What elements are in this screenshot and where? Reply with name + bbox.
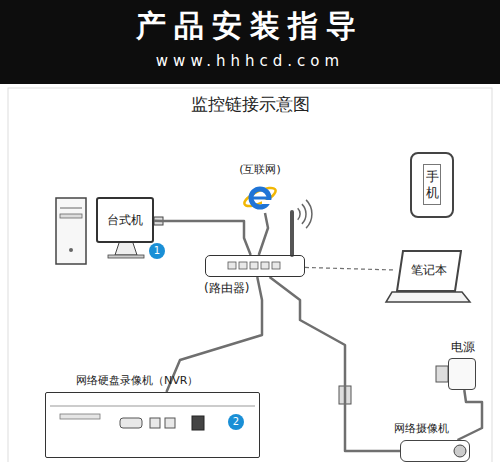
network-cable [305,267,396,270]
router-node: (路由器) [205,255,305,277]
node-label: (路由器) [204,281,260,295]
network-cable [457,390,482,440]
network-cable [270,277,400,451]
node-label: 电源 [443,340,483,354]
header-title: 产品安装指导 [0,8,500,44]
callout-number: 2 [228,414,244,430]
logo-e-bar [252,197,269,200]
node-label: (互联网) [226,163,294,176]
camera-lens [454,445,466,457]
camera-node: 网络摄像机 [400,440,470,462]
vga-port [120,418,142,428]
lan-port [261,262,269,269]
network-cable [259,213,268,255]
laptop-screen-outline [397,251,461,291]
nvr-slot [60,414,100,419]
callout-number: 1 [149,243,165,259]
wan-port [272,262,280,269]
router-antenna [290,212,294,255]
wifi-wave [302,204,306,224]
diagram-title: 监控链接示意图 [0,94,500,114]
lan-port [228,262,236,269]
website-url: www.hhhcd.com [0,52,500,70]
power-switch [192,416,204,430]
logo-e-gap [262,200,273,204]
laptop-node: 笔记本 [396,250,462,292]
laptop-base [386,292,470,302]
logo-e [251,189,269,207]
drive-bay [60,208,82,209]
node-label: 手机 [423,164,441,205]
header-band [0,0,500,84]
lan-port [250,262,258,269]
logo-swoosh [242,184,278,209]
node-label: 网络摄像机 [381,422,461,435]
internet-node: (互联网) [226,163,294,213]
nvr-panel-line [50,406,255,407]
wifi-wave [306,200,312,228]
desktop-monitor: 台式机 [96,197,154,243]
lan-port [150,418,160,428]
power-outlet: 电源 [448,358,476,390]
power-button [69,248,73,252]
usb-port [165,418,175,428]
phone-node: 手机 [410,152,454,218]
frame [8,88,492,462]
power-plug [436,366,448,382]
node-label: 笔记本 [396,263,462,277]
monitor-stand [115,243,137,255]
node-label: 网络硬盘录像机（NVR） [76,374,256,387]
lan-port [239,262,247,269]
wifi-wave [298,208,300,219]
pc-tower [56,198,86,264]
node-label: 台式机 [98,213,152,227]
network-cable [154,221,251,255]
monitor-base [108,255,144,258]
drive-slot [60,214,82,218]
